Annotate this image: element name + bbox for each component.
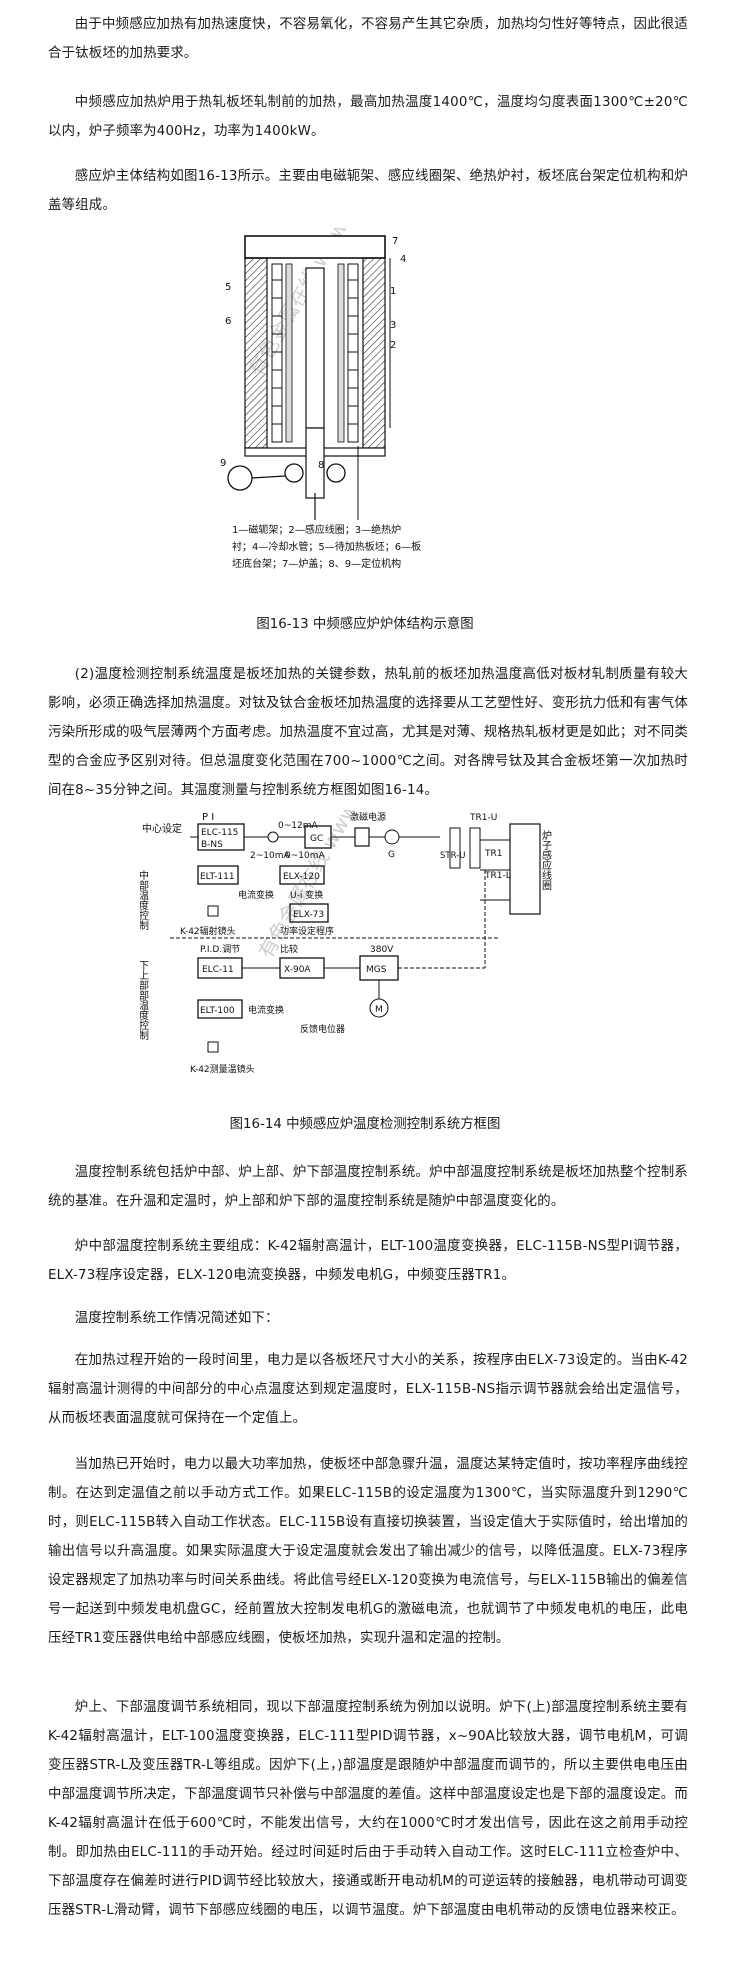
label-coil: 炉子感应线圈	[540, 830, 552, 891]
insulating-lining-left	[285, 263, 293, 443]
svg-text:ELT-111: ELT-111	[200, 872, 235, 882]
paragraph-lower-upper-control: 炉上、下部温度调节系统相同，现以下部温度控制系统为例加以说明。炉下(上)部温度控…	[48, 1700, 688, 1918]
svg-text:功率设定程序: 功率设定程序	[280, 925, 334, 937]
block-elt100	[197, 999, 243, 1019]
temperature-control-block-diagram: 有色金属在线 www.cnnmol.com 中心设定 P I ELC-115 B…	[140, 810, 552, 1075]
figure2-caption: 图16-14 中频感应炉温度检测控制系统方框图	[229, 1117, 501, 1132]
paragraph-temperature-control: (2)温度检测控制系统温度是板坯加热的关键参数，热轧前的板坯加热温度高低对板材轧…	[48, 667, 688, 798]
label-mid-ctrl: 中部温度控制	[140, 869, 149, 930]
callout-3: 3	[390, 320, 396, 331]
svg-text:TR1-L: TR1-L	[484, 871, 511, 881]
callout-2: 2	[390, 340, 396, 351]
positioning-roller-right	[326, 463, 346, 483]
callout-7: 7	[392, 236, 398, 247]
paragraph-mid-components: 炉中部温度控制系统主要组成：K-42辐射高温计，ELT-100温度变换器，ELC…	[48, 1239, 688, 1283]
block-elt111	[197, 865, 239, 885]
svg-text:0~10mA: 0~10mA	[285, 851, 325, 861]
paragraph-control-scope: 温度控制系统包括炉中部、炉上部、炉下部温度控制系统。炉中部温度控制系统是板坯加热…	[48, 1165, 688, 1209]
svg-text:M: M	[375, 1005, 383, 1015]
insulating-lining-right	[337, 263, 345, 443]
k42-sensor-top	[207, 905, 219, 917]
paragraph-structure: 感应炉主体结构如图16-13所示。主要由电磁轭架、感应线圈架、绝热炉衬，板坯底台…	[48, 169, 688, 213]
yoke-left	[244, 257, 268, 449]
furnace-lid	[244, 235, 386, 259]
svg-text:K-42辐射镜头: K-42辐射镜头	[180, 925, 236, 937]
svg-text:ELC-115: ELC-115	[201, 828, 238, 838]
svg-text:反馈电位器: 反馈电位器	[300, 1023, 345, 1035]
svg-text:2~10mA: 2~10mA	[250, 851, 290, 861]
svg-text:K-42测量温镜头: K-42测量温镜头	[190, 1063, 255, 1075]
callout-9: 9	[220, 458, 226, 469]
svg-text:ELX-120: ELX-120	[283, 872, 320, 882]
block-elx73	[289, 903, 329, 923]
svg-text:0~12mA: 0~12mA	[278, 821, 318, 831]
svg-text:B-NS: B-NS	[201, 840, 223, 850]
paragraph-furnace-specs: 中频感应加热炉用于热轧板坯轧制前的加热，最高加热温度1400℃，温度均匀度表面1…	[48, 95, 688, 139]
svg-text:ELX-73: ELX-73	[293, 910, 324, 920]
yoke-right	[362, 257, 386, 449]
svg-text:TR1-U: TR1-U	[469, 813, 497, 823]
svg-text:TR1: TR1	[484, 849, 502, 859]
paragraph-operation-start: 在加热过程开始的一段时间里，电力是以各板坯尺寸大小的关系，按程序由ELX-73设…	[48, 1353, 688, 1426]
positioning-motor	[227, 465, 253, 491]
svg-text:比较: 比较	[280, 943, 298, 955]
block-exciter	[354, 827, 370, 847]
svg-text:ELT-100: ELT-100	[200, 1006, 235, 1016]
positioning-roller-left	[284, 463, 304, 483]
slab	[305, 267, 325, 429]
svg-text:MGS: MGS	[366, 965, 387, 975]
callout-6: 6	[225, 316, 231, 327]
svg-text:380V: 380V	[370, 945, 394, 955]
svg-text:电流变换: 电流变换	[248, 1004, 284, 1016]
k42-sensor-bottom	[207, 1041, 219, 1053]
transformer-tr1	[449, 827, 461, 869]
legend-line-3: 坯底台架；7—炉盖；8、9—定位机构	[232, 557, 401, 570]
svg-text:X-90A: X-90A	[284, 965, 311, 975]
svg-text:U-i 变换: U-i 变换	[290, 889, 323, 901]
svg-text:G: G	[388, 850, 395, 860]
callout-5: 5	[225, 282, 231, 293]
svg-text:激磁电源: 激磁电源	[350, 811, 386, 823]
svg-text:GC: GC	[310, 834, 323, 844]
paragraph-operation-intro: 温度控制系统工作情况简述如下：	[74, 1311, 279, 1326]
block-elx120	[279, 865, 325, 885]
generator-g	[384, 829, 400, 845]
callout-4: 4	[400, 254, 406, 265]
paragraph-operation-detail: 当加热已开始时，电力以最大功率加热，使板坯中部急骤升温，温度达某特定值时，按功率…	[48, 1457, 688, 1646]
label-center-set: 中心设定	[142, 822, 182, 835]
paragraph-intro: 由于中频感应加热有加热速度快，不容易氧化，不容易产生其它杂质，加热均匀性好等特点…	[48, 17, 688, 61]
induction-coil-block	[509, 823, 541, 915]
svg-text:电流变换: 电流变换	[238, 889, 274, 901]
furnace-structure-diagram: 有色金属在线 www.cnnmol.com	[220, 228, 421, 570]
summing-junction	[267, 831, 279, 843]
callout-8: 8	[318, 460, 324, 471]
svg-text:P.I.D.调节: P.I.D.调节	[200, 944, 240, 955]
induction-coil-left	[271, 263, 283, 443]
svg-text:ELC-11: ELC-11	[202, 965, 234, 975]
callout-1: 1	[390, 286, 396, 297]
legend-line-1: 1—磁轭架；2—感应线圈；3—绝热炉	[232, 523, 401, 536]
induction-coil-right	[347, 263, 359, 443]
svg-text:STR-U: STR-U	[440, 851, 465, 861]
label-pi: P I	[202, 812, 214, 823]
label-lower-ctrl: 下上部部温度控制	[140, 960, 149, 1040]
watermark-text-2: 有色金属在线 www.cnnmol.com	[254, 810, 426, 963]
figure1-caption: 图16-13 中频感应炉炉体结构示意图	[256, 617, 474, 632]
legend-line-2: 衬；4—冷却水管；5—待加热板坯；6—板	[232, 540, 421, 553]
